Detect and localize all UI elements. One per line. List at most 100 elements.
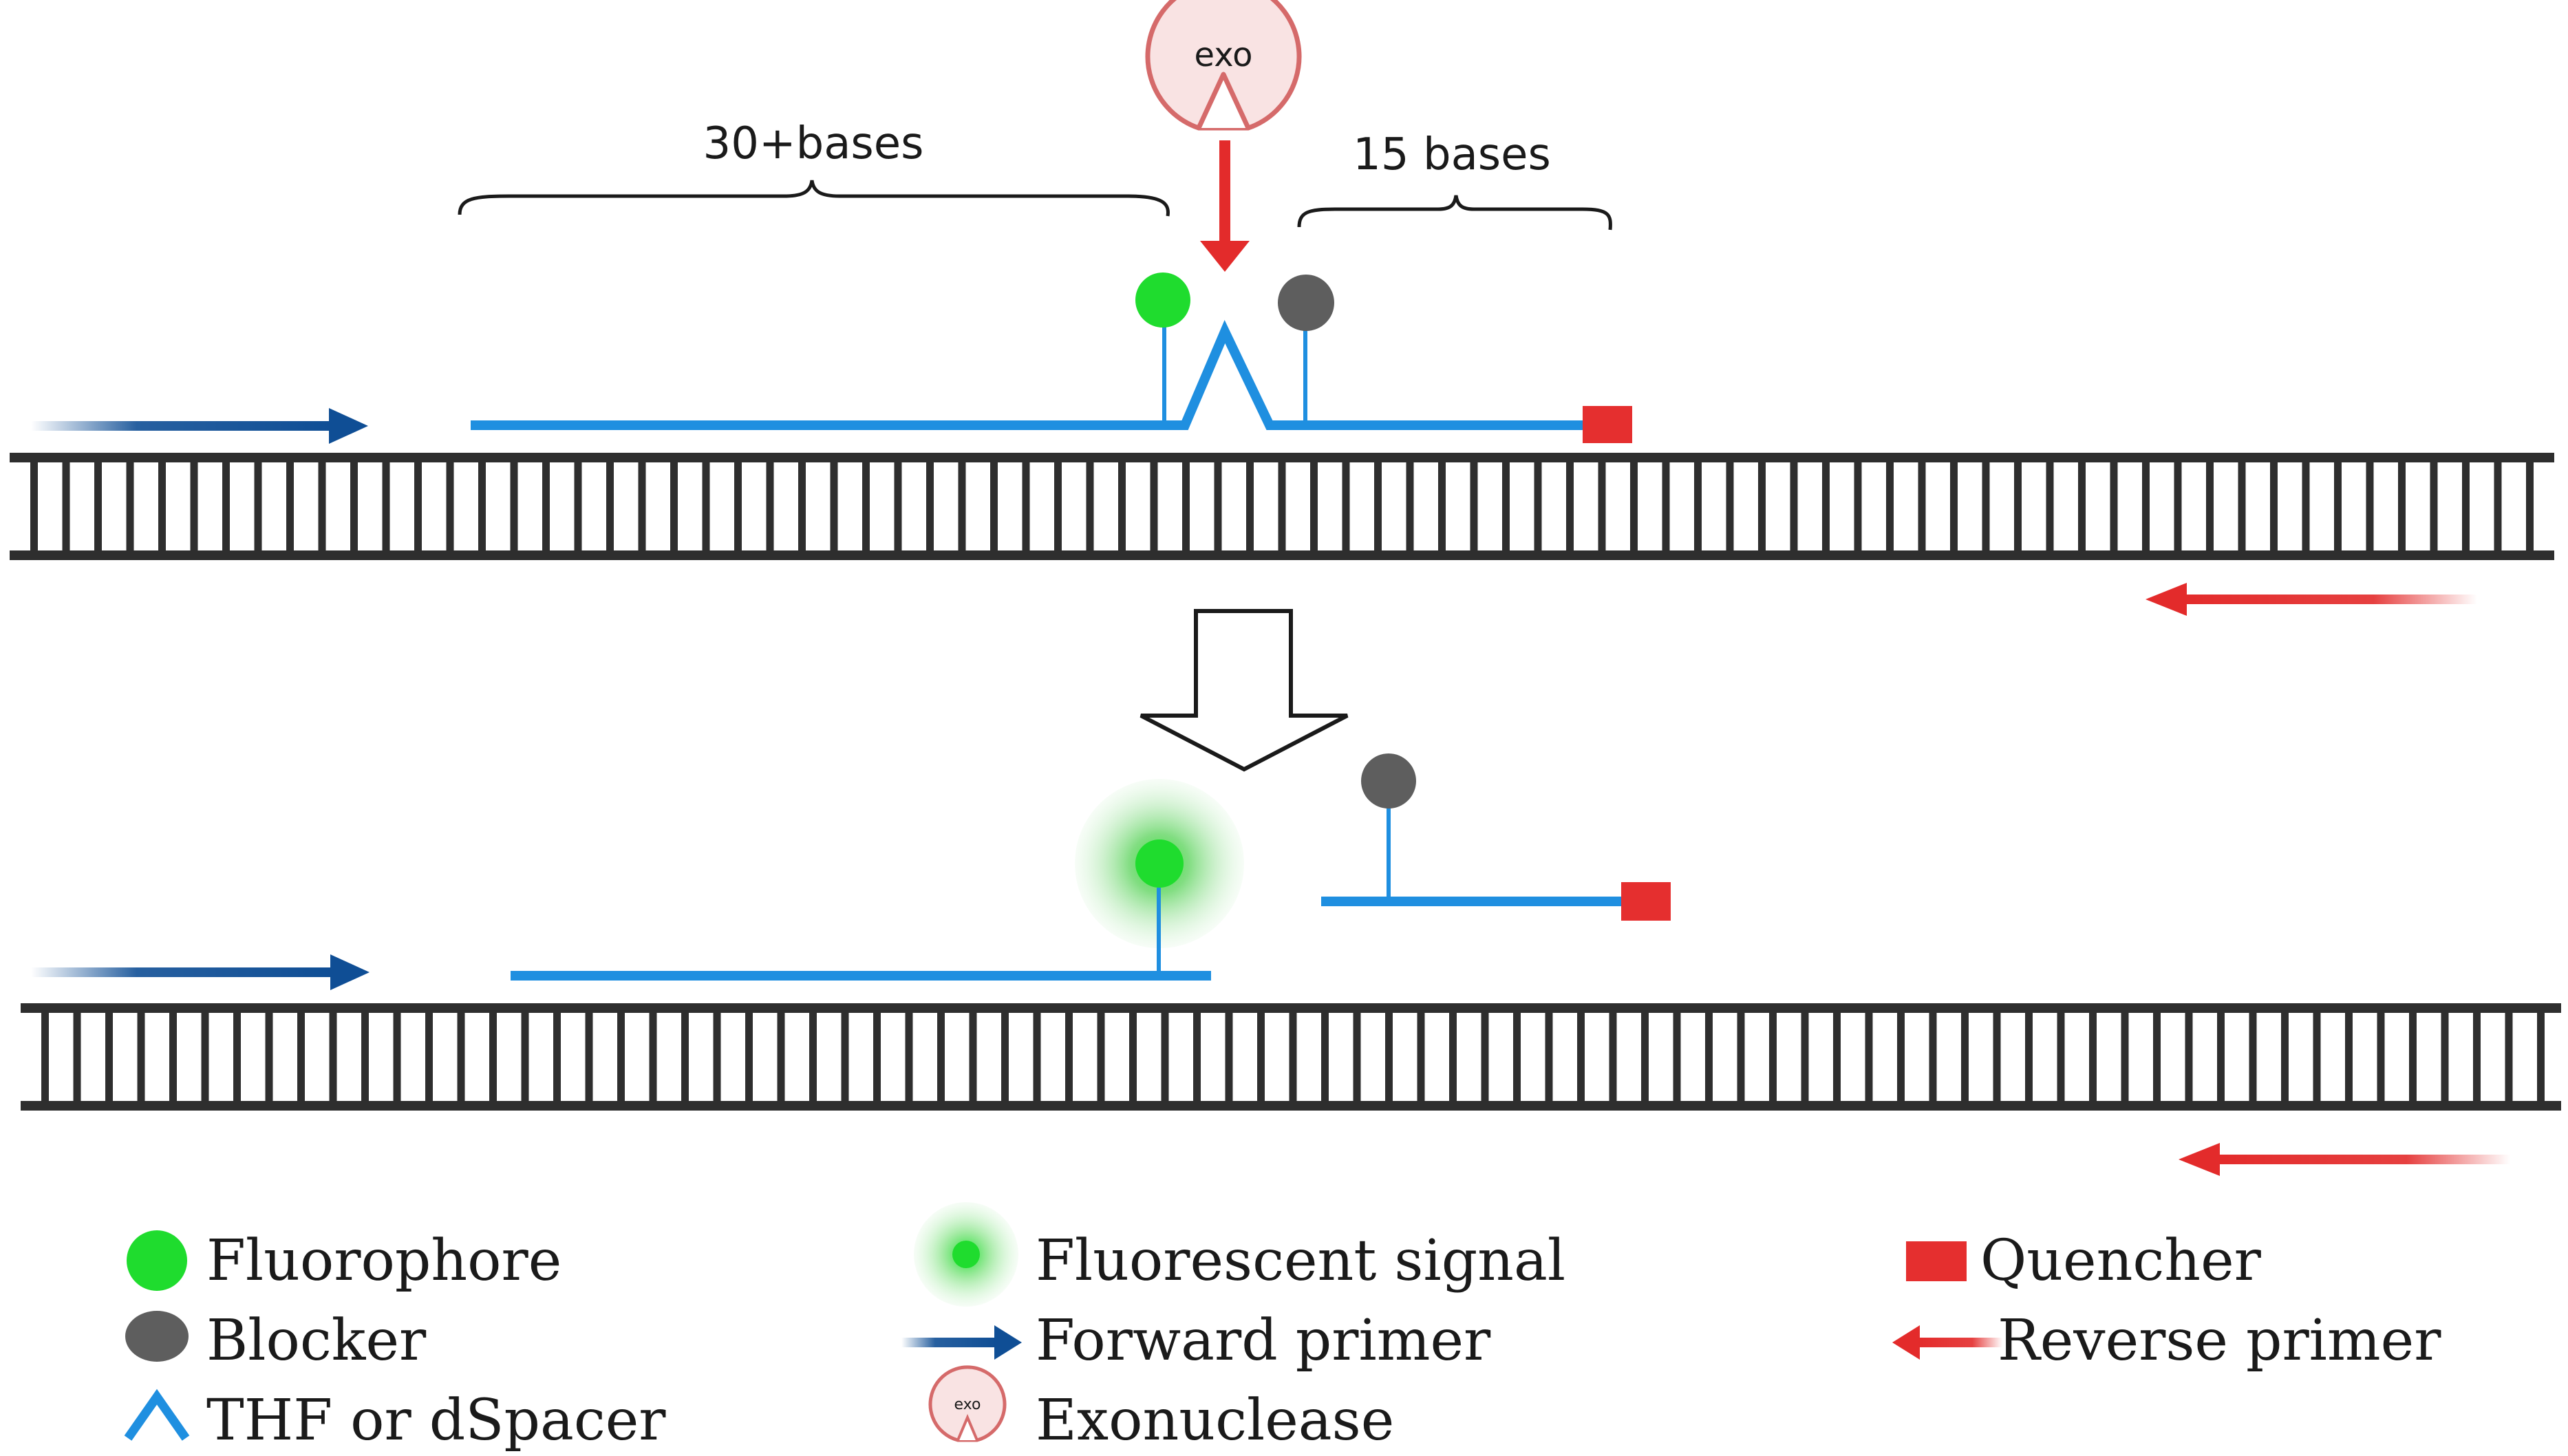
legend-blocker-icon: [125, 1311, 189, 1362]
dna-base-pair: [2078, 462, 2086, 550]
dna-base-pair: [382, 462, 390, 550]
reverse-primer-arrow-top: [2146, 583, 2477, 616]
dna-base-pair: [958, 462, 966, 550]
dna-base-pair: [190, 462, 198, 550]
dna-base-pair: [1801, 1013, 1809, 1101]
dna-base-pair: [2025, 1013, 2033, 1101]
exonuclease-icon: [1145, 0, 1302, 131]
dna-base-pair: [169, 1013, 177, 1101]
dna-base-pair: [2281, 1013, 2289, 1101]
dna-base-pair: [1214, 462, 1222, 550]
legend-exonuclease-icon: exo: [928, 1365, 1007, 1442]
dna-base-pair: [2014, 462, 2022, 550]
dna-base-pair: [2537, 1013, 2545, 1101]
dna-base-pair: [670, 462, 678, 550]
dna-base-pair: [1609, 1013, 1617, 1101]
dna-base-pair: [1406, 462, 1414, 550]
dna-base-pair: [2345, 1013, 2353, 1101]
dna-base-pair: [2366, 462, 2374, 550]
dna-base-pair: [1417, 1013, 1425, 1101]
brace-15-bases: [1297, 195, 1612, 231]
dna-base-pair: [489, 1013, 497, 1101]
dna-base-pair: [1822, 462, 1830, 550]
dna-base-pair: [350, 462, 358, 550]
dna-strand-top: [21, 1003, 2561, 1013]
dna-base-pair: [574, 462, 582, 550]
blocker-dot: [1278, 275, 1334, 331]
label-15-bases: 15 bases: [1353, 129, 1551, 180]
probe-intact: [471, 320, 1586, 430]
legend-quencher-icon: [1906, 1241, 1967, 1281]
dna-base-pair: [1598, 462, 1606, 550]
dna-base-pair: [1662, 462, 1670, 550]
dna-base-pair: [2441, 1013, 2449, 1101]
legend-thf-label: THF or dSpacer: [206, 1388, 666, 1453]
dna-base-pair: [745, 1013, 753, 1101]
dna-base-pair: [105, 1013, 113, 1101]
dna-duplex-bottom: [21, 1003, 2561, 1111]
dna-base-pair: [681, 1013, 689, 1101]
dna-base-pair: [1918, 462, 1926, 550]
dna-base-pair: [393, 1013, 401, 1101]
dna-base-pair: [510, 462, 518, 550]
dna-base-pair: [830, 462, 838, 550]
dna-base-pair: [1897, 1013, 1905, 1101]
legend-signal-label: Fluorescent signal: [1036, 1228, 1565, 1294]
quencher-square: [1583, 406, 1632, 443]
dna-base-pair: [2505, 1013, 2513, 1101]
dna-base-pair: [1726, 462, 1734, 550]
dna-base-pair: [2473, 1013, 2481, 1101]
dna-base-pair: [638, 462, 646, 550]
dna-base-pair: [1086, 462, 1094, 550]
dna-base-pair: [297, 1013, 305, 1101]
dna-base-pair: [2494, 462, 2502, 550]
dna-base-pair: [1545, 1013, 1553, 1101]
dna-base-pair: [2110, 462, 2118, 550]
dna-base-pair: [2409, 1013, 2417, 1101]
dna-base-pair: [990, 462, 998, 550]
released-blocker-dot: [1361, 753, 1416, 809]
legend-exonuclease-label: Exonuclease: [1036, 1388, 1394, 1453]
dna-base-pair: [702, 462, 710, 550]
dna-base-pair: [1886, 462, 1894, 550]
dna-base-pair: [2089, 1013, 2097, 1101]
dna-base-pair: [265, 1013, 273, 1101]
bottom-panel: [21, 753, 2561, 1176]
reverse-primer-arrow-bottom: [2179, 1143, 2510, 1176]
dna-base-pair: [2377, 1013, 2385, 1101]
dna-base-pair: [553, 1013, 561, 1101]
dna-base-pair: [1854, 462, 1862, 550]
dna-base-pair: [2398, 462, 2406, 550]
dna-base-pair: [1150, 462, 1158, 550]
dna-base-pair: [1246, 462, 1254, 550]
dna-base-pair: [809, 1013, 817, 1101]
dna-base-pair: [1289, 1013, 1297, 1101]
dna-base-pair: [2302, 462, 2310, 550]
forward-primer-arrow-top: [31, 408, 368, 444]
dna-base-pair: [414, 462, 422, 550]
dna-base-pair: [777, 1013, 785, 1101]
dna-base-pair: [137, 1013, 145, 1101]
dna-base-pair: [1502, 462, 1510, 550]
dna-base-pair: [905, 1013, 913, 1101]
brace-30-bases: [458, 180, 1170, 217]
dna-base-pair: [1865, 1013, 1873, 1101]
dna-base-pair: [585, 1013, 593, 1101]
dna-base-pair: [158, 462, 166, 550]
released-quencher-square: [1621, 882, 1671, 921]
dna-base-pair: [1385, 1013, 1393, 1101]
dna-strand-bottom: [21, 1101, 2561, 1111]
dna-base-pair: [2185, 1013, 2193, 1101]
legend-forward-primer-label: Forward primer: [1036, 1308, 1491, 1373]
dna-base-pair: [1694, 462, 1702, 550]
dna-base-pair: [329, 1013, 337, 1101]
dna-base-pair: [222, 462, 230, 550]
dna-base-pair: [713, 1013, 721, 1101]
dna-base-pair: [361, 1013, 369, 1101]
dna-base-pair: [1054, 462, 1062, 550]
legend-blocker-label: Blocker: [206, 1308, 427, 1373]
dna-base-pair: [286, 462, 294, 550]
dna-base-pair: [94, 462, 102, 550]
dna-base-pair: [2057, 1013, 2065, 1101]
dna-base-pair: [233, 1013, 241, 1101]
